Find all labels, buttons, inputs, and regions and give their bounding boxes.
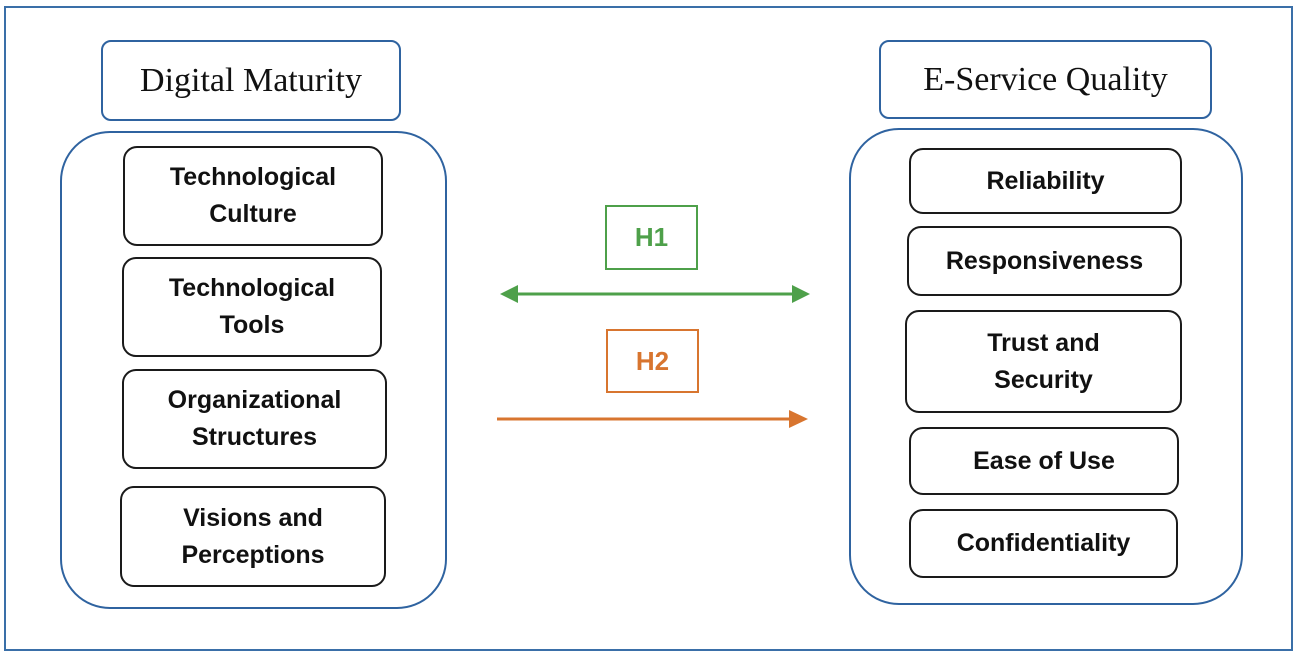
esq-item-confidentiality: Confidentiality — [909, 509, 1178, 578]
esq-item-ease-of-use: Ease of Use — [909, 427, 1179, 495]
esq-item-responsiveness: Responsiveness — [907, 226, 1182, 296]
esq-item-label: Reliability — [986, 166, 1105, 195]
esq-item-reliability: Reliability — [909, 148, 1182, 214]
esq-item-label: Ease of Use — [973, 446, 1115, 475]
hypothesis-h2-label: H2 — [635, 345, 670, 376]
dm-item-visions-and-perceptions: Visions and Perceptions — [120, 486, 386, 587]
dm-item-line: Technological — [169, 163, 337, 191]
esq-item-line: Trust and — [987, 328, 1100, 357]
hypothesis-h2-box: H2 — [606, 329, 699, 393]
dm-item-line: Culture — [209, 200, 297, 228]
dm-item-line: Perceptions — [181, 540, 325, 569]
dm-item-organizational-structures: Organizational Structures — [122, 369, 387, 469]
dm-item-technological-tools: Technological Tools — [122, 257, 382, 357]
esq-item-line: Security — [994, 365, 1093, 394]
dm-item-technological-culture: Technological Culture — [123, 146, 383, 246]
dm-item-line: Visions and — [183, 503, 323, 532]
dm-item-line: Structures — [191, 423, 318, 451]
eservice-quality-title: E-Service Quality — [879, 40, 1212, 119]
hypothesis-h1-box: H1 — [605, 205, 698, 270]
esq-item-trust-and-security: Trust and Security — [905, 310, 1182, 413]
esq-item-label: Responsiveness — [945, 246, 1144, 275]
digital-maturity-title: Digital Maturity — [101, 40, 401, 121]
dm-item-line: Organizational — [167, 386, 342, 414]
eservice-quality-title-text: E-Service Quality — [923, 60, 1168, 98]
hypothesis-h1-label: H1 — [634, 222, 669, 252]
dm-item-line: Tools — [219, 311, 285, 339]
diagram-frame — [4, 6, 1293, 651]
dm-item-line: Technological — [168, 274, 336, 302]
digital-maturity-title-text: Digital Maturity — [140, 61, 362, 99]
esq-item-label: Confidentiality — [956, 529, 1131, 557]
